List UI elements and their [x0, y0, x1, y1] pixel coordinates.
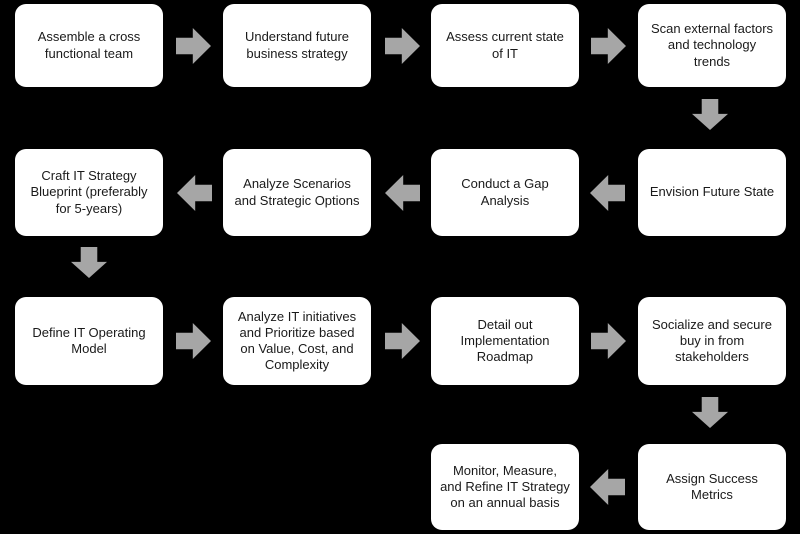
arrow-down-icon: [692, 99, 728, 130]
arrow-down-icon: [71, 247, 107, 278]
arrow-right-icon: [591, 323, 626, 359]
arrow-left-icon: [590, 175, 625, 211]
step-assess-current-it: Assess current state of IT: [431, 4, 579, 87]
step-prioritize-initiatives: Analyze IT initiatives and Prioritize ba…: [223, 297, 371, 385]
arrow-left-icon: [385, 175, 420, 211]
step-operating-model: Define IT Operating Model: [15, 297, 163, 385]
arrow-right-icon: [176, 28, 211, 64]
arrow-right-icon: [591, 28, 626, 64]
step-understand-strategy: Understand future business strategy: [223, 4, 371, 87]
arrow-down-icon: [692, 397, 728, 428]
step-gap-analysis: Conduct a Gap Analysis: [431, 149, 579, 236]
step-stakeholder-buyin: Socialize and secure buy in from stakeho…: [638, 297, 786, 385]
step-envision-future-state: Envision Future State: [638, 149, 786, 236]
arrow-right-icon: [385, 28, 420, 64]
arrow-left-icon: [590, 469, 625, 505]
arrow-left-icon: [177, 175, 212, 211]
step-success-metrics: Assign Success Metrics: [638, 444, 786, 530]
step-monitor-refine: Monitor, Measure, and Refine IT Strategy…: [431, 444, 579, 530]
step-analyze-scenarios: Analyze Scenarios and Strategic Options: [223, 149, 371, 236]
step-assemble-team: Assemble a cross functional team: [15, 4, 163, 87]
arrow-right-icon: [385, 323, 420, 359]
step-implementation-roadmap: Detail out Implementation Roadmap: [431, 297, 579, 385]
step-scan-external-trends: Scan external factors and technology tre…: [638, 4, 786, 87]
arrow-right-icon: [176, 323, 211, 359]
step-craft-blueprint: Craft IT Strategy Blueprint (preferably …: [15, 149, 163, 236]
